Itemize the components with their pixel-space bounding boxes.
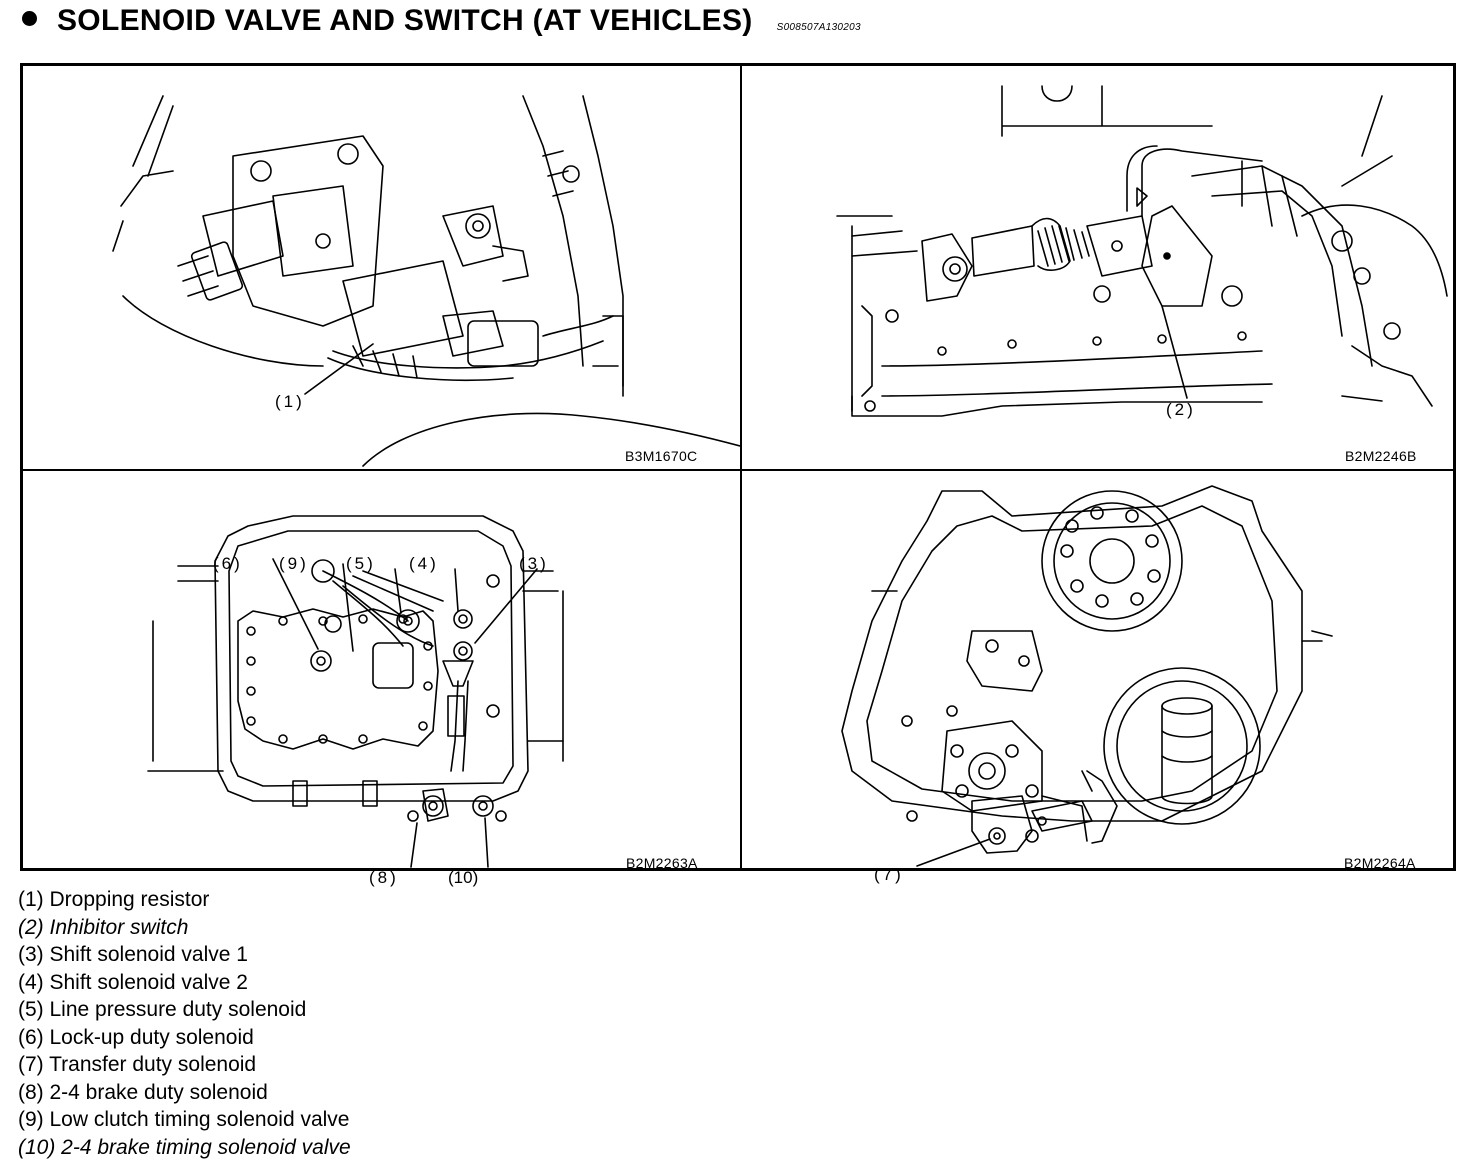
transfer-case-illustration bbox=[841, 485, 1333, 867]
legend-item: (1) Dropping resistor bbox=[18, 888, 210, 911]
callout-6: (6) bbox=[213, 554, 243, 573]
dropping-resistor-illustration bbox=[112, 95, 740, 467]
legend-item: (9) Low clutch timing solenoid valve bbox=[18, 1108, 350, 1131]
document-code: S008507A130203 bbox=[776, 22, 861, 33]
section-title: SOLENOID VALVE AND SWITCH (AT VEHICLES) bbox=[57, 4, 753, 37]
callout-7: (7) bbox=[874, 865, 904, 884]
inhibitor-switch-illustration bbox=[836, 85, 1448, 417]
figure-panel-transfer-duty-solenoid: (7) B2M2264A bbox=[742, 471, 1453, 884]
figure-code: B2M2246B bbox=[1345, 448, 1417, 464]
callout-4: (4) bbox=[409, 554, 439, 573]
callout-3: (3) bbox=[519, 554, 549, 573]
callout-8: (8) bbox=[369, 868, 399, 887]
horizontal-divider bbox=[23, 469, 1453, 471]
legend-item: (5) Line pressure duty solenoid bbox=[18, 998, 307, 1021]
legend-item: (2) Inhibitor switch bbox=[18, 915, 189, 939]
legend-list: (1) Dropping resistor (2) Inhibitor swit… bbox=[18, 886, 351, 1161]
figure-panel-inhibitor-switch: (2) B2M2246B bbox=[742, 66, 1453, 469]
callout-2: (2) bbox=[1166, 400, 1196, 419]
callout-10: (10) bbox=[448, 868, 479, 887]
bullet-icon bbox=[22, 11, 37, 26]
legend-item: (3) Shift solenoid valve 1 bbox=[18, 943, 248, 966]
legend-item: (7) Transfer duty solenoid bbox=[18, 1053, 257, 1076]
figure-code: B2M2264A bbox=[1344, 855, 1416, 871]
figure-panel-valve-body-solenoids: (6) (9) (5) (4) (3) (8) (10) B2M2263A bbox=[23, 471, 740, 887]
figure-frame: (1) B3M1670C bbox=[20, 63, 1456, 887]
valve-body-illustration bbox=[147, 515, 564, 868]
vertical-divider bbox=[740, 66, 742, 868]
figure-code: B3M1670C bbox=[625, 448, 698, 464]
callout-9: (9) bbox=[279, 554, 309, 573]
legend-item: (10) 2-4 brake timing solenoid valve bbox=[18, 1135, 351, 1159]
section-header: SOLENOID VALVE AND SWITCH (AT VEHICLES) … bbox=[22, 4, 861, 44]
legend-item: (8) 2-4 brake duty solenoid bbox=[18, 1080, 268, 1104]
figure-code: B2M2263A bbox=[626, 855, 698, 871]
callout-1: (1) bbox=[275, 392, 305, 411]
legend-item: (4) Shift solenoid valve 2 bbox=[18, 970, 248, 994]
figure-panel-dropping-resistor: (1) B3M1670C bbox=[23, 66, 740, 469]
callout-5: (5) bbox=[346, 554, 376, 573]
legend-item: (6) Lock-up duty solenoid bbox=[18, 1025, 254, 1049]
